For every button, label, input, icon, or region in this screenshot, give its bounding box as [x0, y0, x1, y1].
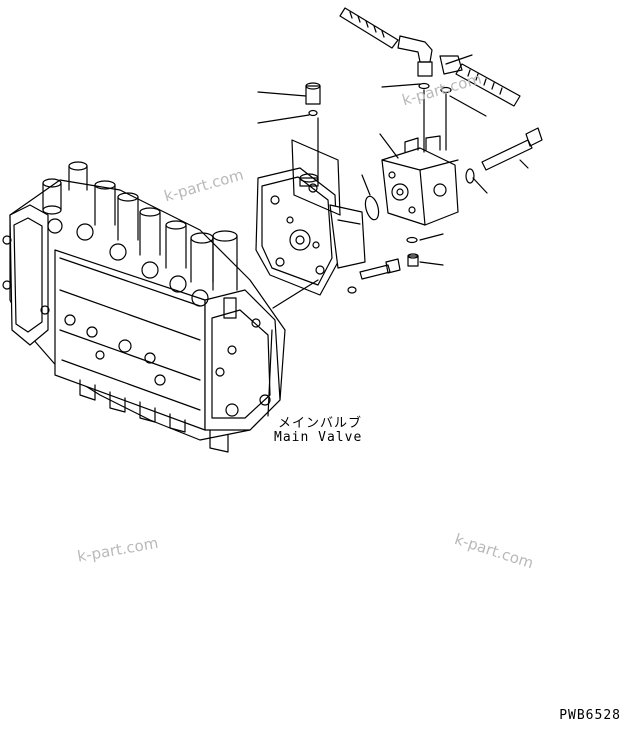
long-bolt	[482, 128, 542, 170]
o-ring	[363, 195, 381, 221]
main-valve-label-en: Main Valve	[274, 430, 363, 445]
bolt-small	[348, 259, 400, 293]
main-valve-block	[3, 162, 285, 452]
hose-right	[456, 64, 520, 106]
hose-left	[340, 8, 398, 48]
adapter-plate	[256, 140, 365, 295]
elbow-fitting-right	[440, 56, 462, 93]
drawing-code: PWB6528	[559, 708, 621, 723]
main-valve-label-jp: メインバルブ	[278, 416, 363, 431]
plug-part	[306, 83, 320, 116]
valve-cartridge	[382, 136, 458, 225]
elbow-fitting	[398, 36, 432, 89]
